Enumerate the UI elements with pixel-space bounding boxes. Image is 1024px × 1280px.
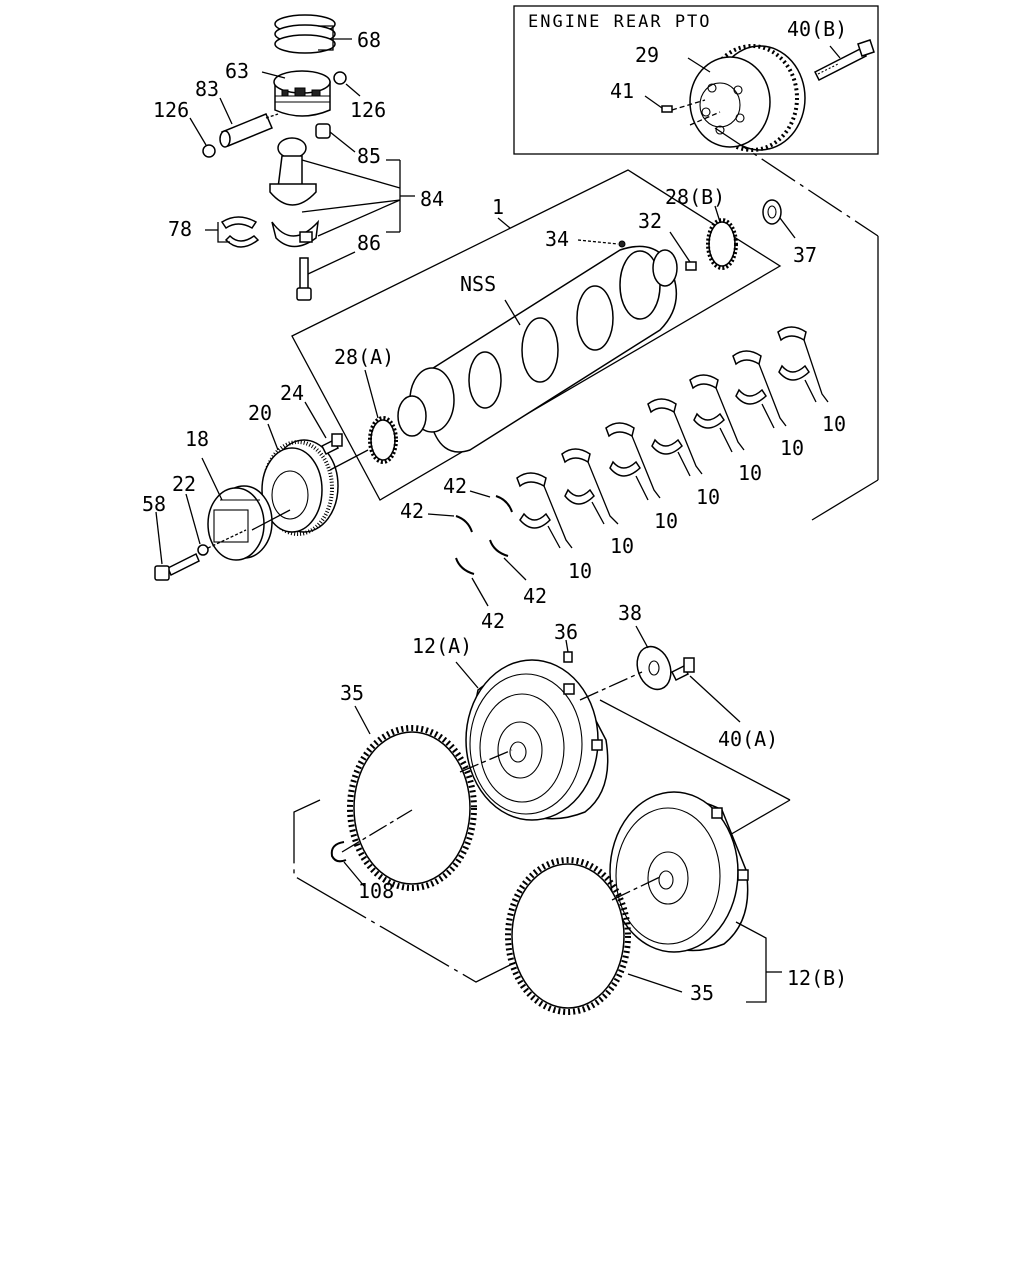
- callout-126-left: 126: [153, 98, 189, 122]
- pto-bolt: [813, 39, 875, 82]
- callout-42-b: 42: [400, 499, 424, 523]
- snap-ring-108: [330, 841, 347, 863]
- callout-18: 18: [185, 427, 209, 451]
- callout-29: 29: [635, 43, 659, 67]
- callout-58: 58: [142, 492, 166, 516]
- connecting-rod: [269, 123, 331, 248]
- rod-bearing-set: [220, 216, 260, 248]
- crankshaft: [397, 245, 678, 453]
- callout-28b: 28(B): [665, 185, 725, 209]
- callout-83: 83: [195, 77, 219, 101]
- flywheel-b: [609, 791, 749, 953]
- callout-20: 20: [248, 401, 272, 425]
- damper-bolt: [320, 433, 343, 456]
- pto-gear: [689, 44, 806, 152]
- crank-key: [685, 261, 697, 271]
- callout-42-d: 42: [481, 609, 505, 633]
- callout-40a: 40(A): [718, 727, 778, 751]
- washer-22: [197, 544, 209, 556]
- callout-10-g: 10: [822, 412, 846, 436]
- callout-nss: NSS: [460, 272, 496, 296]
- snap-ring-left: [202, 144, 216, 158]
- ring-gear-a: [347, 725, 477, 891]
- callout-68: 68: [357, 28, 381, 52]
- oil-seal-rear: [762, 199, 782, 225]
- callout-10-d: 10: [696, 485, 720, 509]
- callout-37: 37: [793, 243, 817, 267]
- callout-126-right: 126: [350, 98, 386, 122]
- alt-assembly-line-right: [599, 699, 791, 801]
- rod-bolt: [296, 257, 312, 301]
- callout-12b: 12(B): [787, 966, 847, 990]
- callout-32: 32: [638, 209, 662, 233]
- crank-gear-front: [368, 416, 398, 464]
- callout-12a: 12(A): [412, 634, 472, 658]
- crank-pulley: [207, 485, 273, 561]
- callout-86: 86: [357, 231, 381, 255]
- callout-63: 63: [225, 59, 249, 83]
- crankshaft-group-outline: [291, 169, 782, 501]
- crank-damper: [261, 439, 339, 536]
- thrust-washers: [455, 495, 513, 575]
- main-bearing-set: [516, 326, 810, 529]
- callout-10-f: 10: [780, 436, 804, 460]
- callout-10-c: 10: [654, 509, 678, 533]
- callout-108: 108: [358, 879, 394, 903]
- inset-engine-rear-pto: ENGINE REAR PTO 29 41 40(B): [513, 5, 879, 155]
- inset-title: ENGINE REAR PTO: [528, 12, 712, 32]
- piston: [273, 70, 331, 117]
- flywheel-a: [465, 659, 609, 821]
- callout-34: 34: [545, 227, 569, 251]
- callout-78: 78: [168, 217, 192, 241]
- callout-22: 22: [172, 472, 196, 496]
- dowel-36: [563, 651, 573, 663]
- ring-gear-b: [505, 857, 631, 1015]
- callout-84: 84: [420, 187, 444, 211]
- callout-38: 38: [618, 601, 642, 625]
- callout-36: 36: [554, 620, 578, 644]
- flywheel-bolt-40a: [670, 657, 695, 682]
- piston-rings: [274, 14, 336, 54]
- piston-pin: [219, 113, 273, 148]
- inset-frame: [513, 5, 879, 155]
- callout-42-c: 42: [523, 584, 547, 608]
- callout-85: 85: [357, 144, 381, 168]
- leader-pto: [714, 127, 879, 237]
- snap-ring-right: [333, 71, 347, 85]
- callout-1: 1: [492, 195, 504, 219]
- callout-35-a: 35: [340, 681, 364, 705]
- callout-10-a: 10: [568, 559, 592, 583]
- callout-42-a: 42: [443, 474, 467, 498]
- pulley-bolt: [154, 552, 200, 581]
- callout-35-b: 35: [690, 981, 714, 1005]
- callout-10-e: 10: [738, 461, 762, 485]
- callout-10-b: 10: [610, 534, 634, 558]
- alt-assembly-frame-left: [293, 799, 517, 983]
- callout-40b: 40(B): [787, 17, 847, 41]
- callout-41: 41: [610, 79, 634, 103]
- crank-plug: [618, 240, 626, 248]
- flywheel-plate-38: [636, 645, 672, 691]
- crank-gear-rear: [706, 218, 738, 270]
- pto-pin: [661, 105, 673, 113]
- callout-28a: 28(A): [334, 345, 394, 369]
- callout-24: 24: [280, 381, 304, 405]
